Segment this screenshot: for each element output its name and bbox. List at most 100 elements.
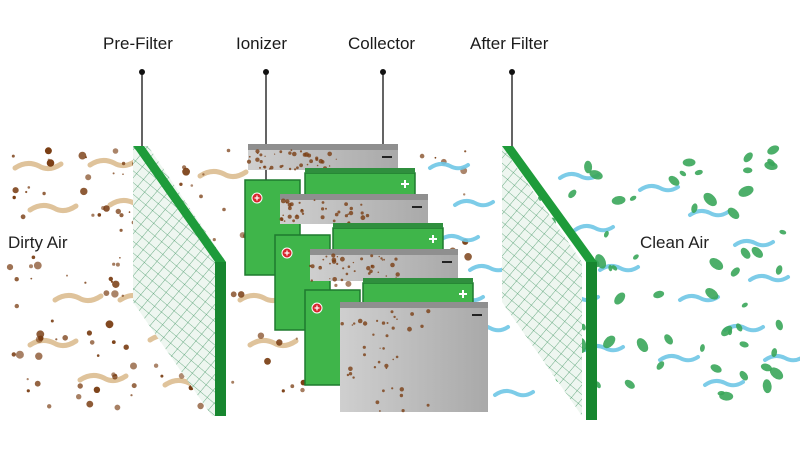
dust-particle-icon (381, 259, 384, 261)
dust-particle-icon (342, 267, 345, 270)
dust-particle-icon (212, 238, 216, 242)
dust-particle-icon (29, 264, 33, 269)
dust-particle-icon (376, 319, 379, 322)
dust-particle-icon (14, 277, 19, 282)
wind-wisp-icon (197, 168, 249, 180)
positive-charge-icon (401, 180, 409, 188)
dust-particle-icon (349, 206, 353, 211)
dust-particle-icon (114, 404, 121, 411)
dust-particle-icon (357, 318, 363, 324)
dust-particle-icon (347, 265, 351, 269)
leaf-icon (699, 344, 705, 352)
dust-particle-icon (337, 210, 341, 214)
dust-particle-icon (25, 190, 28, 194)
collector-plate (248, 150, 398, 170)
air-wave-icon (703, 378, 745, 388)
ionizer-plate-top (332, 227, 444, 251)
dust-particle-icon (329, 278, 331, 280)
leaf-icon (775, 265, 783, 275)
dust-particle-icon (282, 214, 285, 217)
dust-particle-icon (334, 283, 338, 287)
dust-particle-icon (274, 153, 276, 155)
dust-particle-icon (66, 274, 68, 277)
dust-particle-icon (84, 281, 87, 284)
dust-particle-icon (382, 389, 385, 393)
dust-particle-icon (360, 215, 366, 221)
air-wave-icon (638, 183, 680, 193)
dust-particle-icon (86, 330, 92, 336)
dust-particle-icon (246, 159, 252, 164)
dust-particle-icon (353, 270, 356, 273)
dust-particle-icon (365, 213, 370, 218)
negative-charge-icon (412, 206, 422, 208)
dust-particle-icon (14, 303, 19, 309)
dust-particle-icon (390, 310, 394, 314)
dust-particle-icon (239, 232, 246, 239)
leaf-icon (710, 364, 722, 373)
dust-particle-icon (119, 228, 123, 232)
dust-particle-icon (363, 353, 366, 357)
air-wave-icon (438, 233, 480, 243)
dust-particle-icon (91, 213, 95, 217)
dust-particle-icon (296, 166, 299, 170)
dust-particle-icon (362, 345, 366, 349)
dust-particle-icon (401, 409, 405, 413)
dust-particle-icon (11, 352, 16, 357)
dust-particle-icon (111, 340, 116, 344)
dust-particle-icon (426, 309, 431, 314)
dust-particle-icon (288, 151, 292, 155)
leaf-icon (743, 152, 753, 163)
ionizer-collector-stack (244, 144, 488, 413)
dust-particle-icon (289, 202, 294, 207)
dust-particle-icon (301, 212, 305, 215)
dust-particle-icon (395, 272, 400, 277)
dust-particle-icon (269, 165, 274, 170)
negative-charge-icon (472, 314, 482, 316)
collector-plate-edge (310, 249, 458, 255)
clean-air-label: Clean Air (640, 233, 709, 252)
dust-particle-icon (160, 374, 164, 378)
dust-particle-icon (12, 187, 19, 194)
leaf-icon (721, 325, 733, 337)
dust-particle-icon (111, 372, 116, 377)
dust-particle-icon (131, 383, 137, 389)
dust-particle-icon (426, 403, 430, 407)
dust-particle-icon (105, 320, 114, 329)
dust-particle-icon (128, 211, 131, 213)
dust-particle-icon (329, 262, 331, 265)
ionizer-plate-edge (333, 223, 443, 228)
dust-particle-icon (310, 279, 313, 282)
dust-particle-icon (346, 373, 350, 377)
leaf-icon (779, 229, 787, 235)
dust-particle-icon (360, 257, 364, 261)
dust-particle-icon (420, 324, 424, 328)
dust-particle-icon (318, 265, 323, 270)
dust-particle-icon (351, 324, 354, 326)
pre-filter-label: Pre-Filter (103, 34, 173, 53)
ionizer-plate-top (304, 172, 416, 196)
dust-particle-icon (36, 330, 45, 339)
leaf-icon (741, 302, 748, 308)
dust-particle-icon (77, 383, 83, 389)
dust-particle-icon (285, 199, 290, 204)
dust-particle-icon (336, 256, 339, 258)
dust-particle-icon (197, 402, 204, 410)
dust-particle-icon (340, 278, 344, 282)
dust-particle-icon (375, 400, 380, 405)
dust-particle-icon (309, 159, 313, 164)
dust-particle-icon (348, 210, 354, 216)
dust-particle-icon (370, 254, 374, 258)
wind-wisp-icon (87, 157, 139, 169)
dust-particle-icon (385, 334, 389, 338)
dust-particle-icon (62, 335, 68, 341)
dust-particle-icon (370, 264, 373, 268)
dust-particle-icon (300, 387, 305, 393)
dust-particle-icon (383, 258, 385, 261)
dust-particle-icon (199, 194, 203, 199)
dust-particle-icon (367, 272, 371, 275)
dust-particle-icon (360, 203, 363, 206)
dust-particle-icon (379, 347, 381, 349)
leaf-icon (664, 334, 674, 345)
leaf-icon (611, 265, 618, 271)
